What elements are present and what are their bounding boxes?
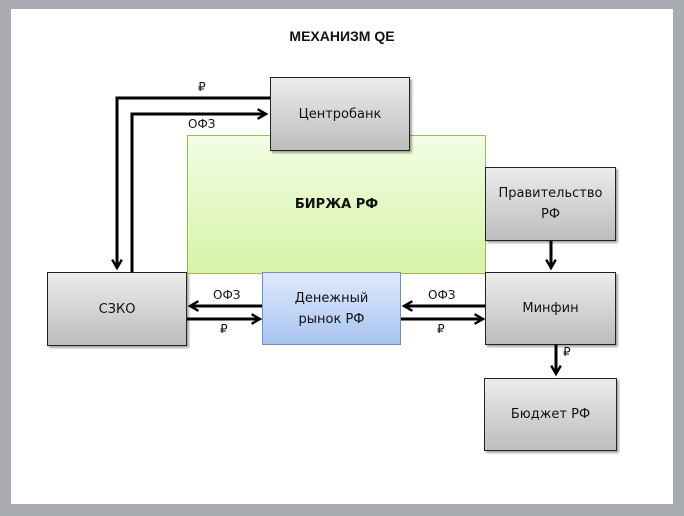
node-exchange-label: БИРЖА РФ: [294, 197, 379, 212]
node-money-market-label: Денежный рынок РФ: [294, 290, 369, 327]
label-mm-to-szko: ОФЗ: [213, 288, 241, 302]
arrow-cb-to-szko: [111, 96, 270, 271]
node-minfin: Минфин: [485, 272, 616, 345]
node-budget: Бюджет РФ: [484, 378, 617, 451]
diagram-title: МЕХАНИЗМ QE: [289, 28, 395, 44]
node-budget-label: Бюджет РФ: [510, 407, 591, 422]
label-minfin-to-mm: ОФЗ: [428, 288, 456, 302]
node-szko: СЗКО: [47, 272, 187, 346]
label-szko-to-cb: ОФЗ: [188, 117, 216, 131]
node-government-label: Правительство РФ: [498, 186, 603, 222]
label-mm-to-minfin: ₽: [437, 322, 445, 336]
node-central-bank: Центробанк: [270, 77, 410, 151]
node-money-market: Денежный рынок РФ: [262, 272, 401, 345]
label-cb-to-szko: ₽: [198, 80, 206, 94]
node-exchange: БИРЖА РФ: [187, 135, 486, 274]
label-szko-to-mm: ₽: [220, 322, 228, 336]
label-minfin-to-budget: ₽: [563, 345, 571, 359]
node-central-bank-label: Центробанк: [298, 106, 382, 122]
node-szko-label: СЗКО: [98, 301, 136, 317]
node-government: Правительство РФ: [485, 167, 616, 241]
node-minfin-label: Минфин: [522, 301, 579, 316]
arrow-szko-to-cb: [130, 108, 269, 272]
